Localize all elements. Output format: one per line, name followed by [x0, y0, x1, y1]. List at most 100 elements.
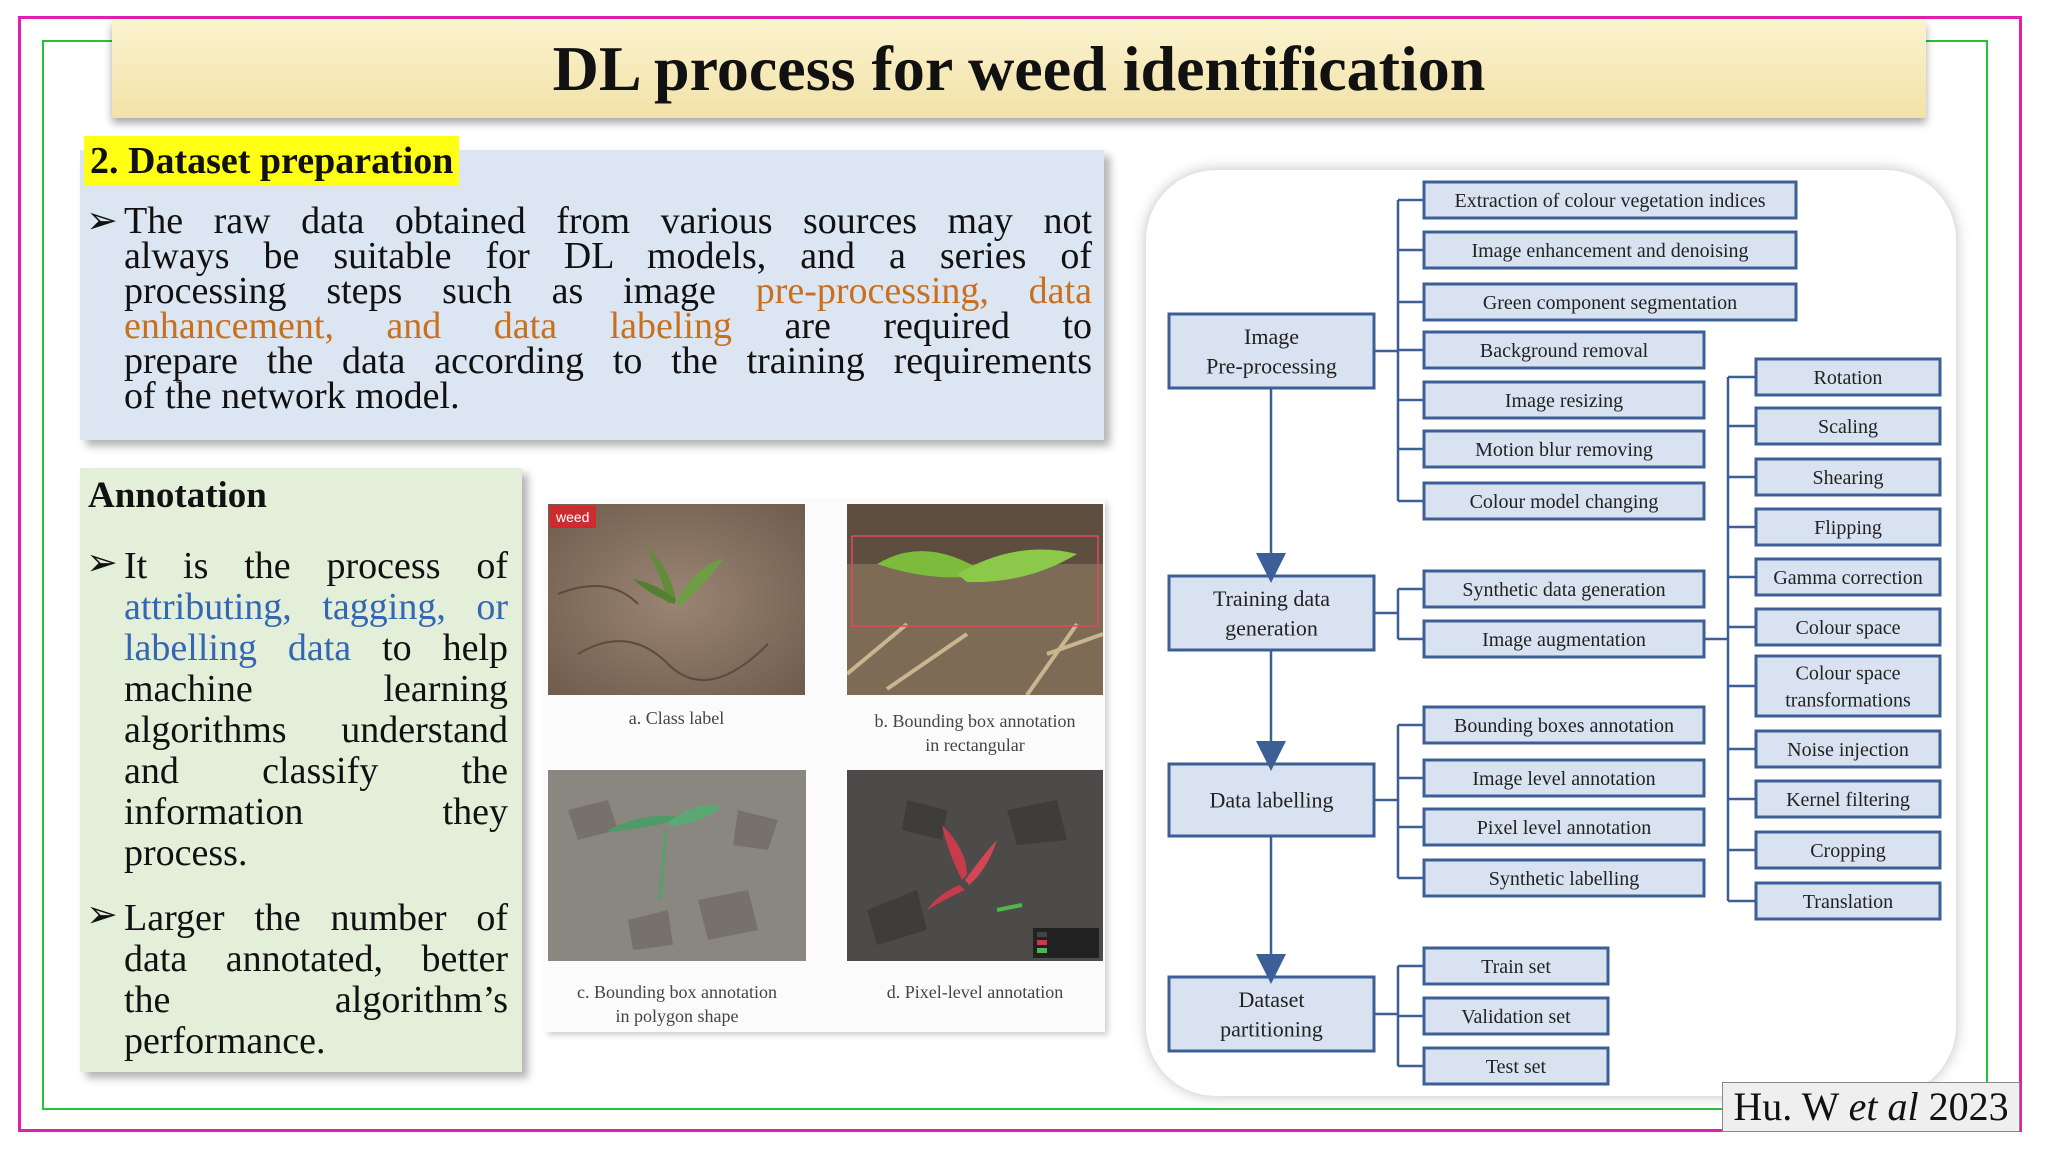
dataset-highlight: enhancement, and data labeling	[124, 305, 732, 347]
annotation-line: performance.	[124, 1020, 326, 1062]
preprocessing-item-box-label: Image enhancement and denoising	[1471, 240, 1748, 262]
slide-title: DL process for weed identification	[552, 33, 1486, 104]
augmentation-item-box-label: Scaling	[1818, 416, 1878, 438]
augmentation-item-box	[1754, 507, 1942, 547]
caption-line: in polygon shape	[615, 1006, 739, 1026]
partition-item-box	[1422, 946, 1610, 986]
caption-line: c. Bounding box annotation	[577, 982, 777, 1002]
annotation-line: algorithms understand	[124, 709, 508, 751]
annotation-line: Larger the number of	[124, 897, 508, 939]
augmentation-item-box	[1754, 729, 1942, 769]
preprocessing-item-box	[1422, 230, 1798, 270]
augmentation-item-box-label: Cropping	[1810, 840, 1886, 862]
citation-year: 2023	[1918, 1084, 2009, 1129]
annotation-highlight: labelling data	[124, 627, 352, 669]
main-box-training-data-label: Training data	[1213, 586, 1330, 611]
augmentation-item-box-label: Translation	[1803, 891, 1893, 913]
preprocessing-item-box	[1422, 330, 1706, 370]
labelling-item-box-label: Bounding boxes annotation	[1454, 715, 1674, 737]
caption-c: c. Bounding box annotation in polygon sh…	[548, 980, 806, 1028]
augmentation-item-box	[1754, 557, 1942, 597]
preprocessing-item-box	[1422, 429, 1706, 469]
labelling-item-box	[1422, 807, 1706, 847]
annotation-line: labelling data to help	[124, 628, 508, 669]
annotation-paragraph-1: It is the process of attributing, taggin…	[124, 546, 508, 874]
caption-line: in rectangular	[925, 735, 1025, 755]
augmentation-item-box-label: Colour space	[1796, 617, 1901, 639]
main-box-preprocessing-label: Pre-processing	[1206, 354, 1337, 379]
main-box-training-data-label: generation	[1225, 616, 1318, 641]
citation: Hu. W et al 2023	[1722, 1082, 2020, 1132]
main-box-dataset-partitioning	[1167, 975, 1376, 1053]
outer-frame	[18, 16, 2022, 1132]
dataset-preparation-box	[80, 150, 1104, 440]
labelling-item-box	[1422, 758, 1706, 798]
main-box-dataset-partitioning-label: partitioning	[1220, 1017, 1323, 1042]
augmentation-item-box-label: Noise injection	[1787, 739, 1909, 761]
photo-pixel-annotation	[847, 770, 1103, 961]
caption-line: b. Bounding box annotation	[874, 711, 1076, 731]
preprocessing-item-box-label: Background removal	[1480, 340, 1649, 362]
arrow-bullet-icon: ➢	[86, 542, 118, 584]
photo-class-label: weed	[548, 504, 805, 695]
dataset-text: processing steps such as image	[124, 270, 756, 312]
augmentation-item-box	[1754, 607, 1942, 647]
annotation-line: machine learning	[124, 668, 508, 710]
annotation-line: process.	[124, 832, 248, 874]
training-item-box-label: Image augmentation	[1482, 629, 1646, 651]
annotation-line: data annotated, better	[124, 938, 508, 980]
annotation-heading: Annotation	[88, 475, 267, 516]
augmentation-item-box-label: Shearing	[1812, 467, 1883, 489]
dataset-line: prepare the data according to the traini…	[124, 340, 1092, 382]
dataset-highlight: pre-processing, data	[755, 270, 1092, 312]
dataset-line: always be suitable for DL models, and a …	[124, 235, 1092, 277]
dataset-paragraph: The raw data obtained from various sourc…	[124, 200, 1092, 417]
augmentation-item-box-label: transformations	[1785, 690, 1911, 712]
preprocessing-item-box-label: Colour model changing	[1470, 491, 1659, 513]
caption-d: d. Pixel-level annotation	[886, 982, 1064, 1002]
dataset-line: processing steps such as image pre-proce…	[124, 272, 1092, 310]
dataset-preparation-heading: 2. Dataset preparation	[84, 136, 460, 186]
augmentation-item-box	[1754, 654, 1942, 718]
preprocessing-item-box	[1422, 282, 1798, 322]
dataset-line: The raw data obtained from various sourc…	[124, 200, 1092, 242]
annotation-line: the algorithm’s	[124, 979, 508, 1021]
dataset-line: of the network model.	[124, 375, 460, 417]
labelling-item-box-label: Synthetic labelling	[1489, 868, 1640, 890]
augmentation-item-box	[1754, 406, 1942, 446]
partition-item-box-label: Validation set	[1461, 1006, 1571, 1028]
augmentation-item-box-label: Flipping	[1814, 517, 1882, 539]
preprocessing-item-box-label: Green component segmentation	[1483, 292, 1737, 314]
augmentation-item-box	[1754, 830, 1942, 870]
preprocessing-item-box-label: Motion blur removing	[1475, 439, 1653, 461]
citation-etal: et al	[1848, 1084, 1919, 1129]
annotation-line: information they	[124, 791, 508, 833]
photo-polygon-annotation	[548, 770, 806, 961]
caption-b: b. Bounding box annotation in rectangula…	[847, 709, 1103, 757]
partition-item-box-label: Test set	[1486, 1056, 1547, 1078]
citation-author: Hu. W	[1733, 1084, 1849, 1129]
caption-a: a. Class label	[628, 708, 725, 728]
annotation-paragraph-2: Larger the number of data annotated, bet…	[124, 898, 508, 1062]
augmentation-item-box-label: Kernel filtering	[1786, 789, 1910, 811]
arrow-bullet-icon: ➢	[86, 200, 118, 242]
annotation-line: and classify the	[124, 750, 508, 792]
preprocessing-item-box-label: Extraction of colour vegetation indices	[1454, 190, 1765, 212]
main-box-dataset-partitioning-label: Dataset	[1239, 987, 1305, 1012]
preprocessing-item-box-label: Image resizing	[1505, 390, 1623, 412]
labelling-item-box-label: Pixel level annotation	[1477, 817, 1651, 839]
labelling-item-box	[1422, 858, 1706, 898]
photo-bounding-box	[847, 504, 1103, 695]
main-box-preprocessing-label: Image	[1244, 324, 1299, 349]
dataset-text: are required to	[731, 305, 1092, 347]
preprocessing-item-box	[1422, 380, 1706, 420]
annotation-text: to help	[351, 627, 508, 669]
augmentation-item-box-label: Gamma correction	[1773, 567, 1922, 589]
dataset-line: enhancement, and data labeling are requi…	[124, 307, 1092, 345]
title-banner: DL process for weed identification	[112, 20, 1926, 118]
partition-item-box-label: Train set	[1481, 956, 1551, 978]
annotation-line: It is the process of	[124, 545, 508, 587]
annotation-box	[80, 468, 522, 1072]
main-box-data-labelling-label: Data labelling	[1209, 788, 1333, 813]
